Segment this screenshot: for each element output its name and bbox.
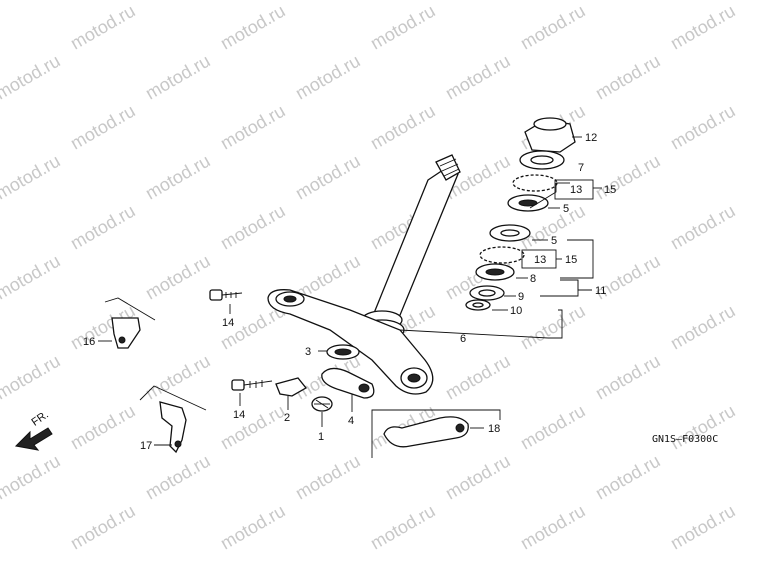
- callout-7: 7: [578, 162, 584, 174]
- watermark-text: motod.ru: [517, 1, 589, 54]
- watermark-text: motod.ru: [667, 1, 739, 54]
- part-8-bearing-race: [475, 263, 515, 281]
- watermark-text: motod.ru: [0, 451, 64, 504]
- callout-4: 4: [348, 415, 354, 427]
- part-10-washer: [465, 299, 491, 311]
- front-label: FR.: [29, 409, 50, 429]
- watermark-text: motod.ru: [217, 401, 289, 454]
- callout-13-bottom: 13: [534, 254, 546, 266]
- part-2-clip: [275, 377, 307, 410]
- watermark-text: motod.ru: [142, 451, 214, 504]
- watermark-text: motod.ru: [367, 1, 439, 54]
- watermark-text: motod.ru: [0, 51, 64, 104]
- watermark-text: motod.ru: [667, 201, 739, 254]
- watermark-text: motod.ru: [142, 151, 214, 204]
- part-6-steering-stem: [267, 154, 549, 395]
- callout-14-lower: 14: [233, 409, 245, 421]
- watermark-text: motod.ru: [367, 101, 439, 154]
- callout-5-bottom: 5: [551, 235, 557, 247]
- callout-1: 1: [318, 431, 324, 443]
- callout-18: 18: [488, 423, 500, 435]
- part-12-dust-seal: [524, 117, 582, 153]
- part-14-bolt-upper: [209, 289, 243, 314]
- watermark-text: motod.ru: [0, 251, 64, 304]
- callout-14-upper: 14: [222, 317, 234, 329]
- watermark-text: motod.ru: [592, 351, 664, 404]
- callout-10: 10: [510, 305, 522, 317]
- watermark-text: motod.ru: [292, 151, 364, 204]
- part-16-bracket: [98, 297, 156, 349]
- part-13-steel-balls-top: [512, 174, 558, 192]
- part-5-cone-race-top: [507, 194, 549, 212]
- watermark-text: motod.ru: [217, 201, 289, 254]
- callout-5-top: 5: [563, 203, 569, 215]
- part-17-bracket: [139, 385, 207, 454]
- watermark-text: motod.ru: [67, 401, 139, 454]
- callout-16: 16: [83, 336, 95, 348]
- part-18-lever: [371, 409, 501, 458]
- grouping-brackets: [492, 179, 602, 339]
- part-5-cone-race-bottom: [489, 224, 531, 242]
- diagram-code: GN1S–F0300C: [652, 434, 718, 445]
- watermark-text: motod.ru: [67, 501, 139, 554]
- watermark-text: motod.ru: [292, 451, 364, 504]
- watermark-text: motod.ru: [142, 351, 214, 404]
- callout-9: 9: [518, 291, 524, 303]
- watermark-text: motod.ru: [217, 101, 289, 154]
- watermark-text: motod.ru: [142, 251, 214, 304]
- watermark-text: motod.ru: [592, 451, 664, 504]
- watermark-text: motod.ru: [517, 401, 589, 454]
- watermark-text: motod.ru: [0, 151, 64, 204]
- part-13-steel-balls-bottom: [479, 246, 525, 264]
- watermark-text: motod.ru: [217, 1, 289, 54]
- part-14-bolt-lower: [231, 379, 273, 406]
- callout-3: 3: [305, 346, 311, 358]
- watermark-text: motod.ru: [67, 201, 139, 254]
- callout-15-top: 15: [604, 184, 616, 196]
- watermark-text: motod.ru: [667, 101, 739, 154]
- watermark-text: motod.ru: [67, 101, 139, 154]
- watermark-text: motod.ru: [67, 1, 139, 54]
- watermark-text: motod.ru: [292, 51, 364, 104]
- part-1-clamp: [311, 396, 333, 427]
- watermark-text: motod.ru: [442, 451, 514, 504]
- watermark-text: motod.ru: [517, 301, 589, 354]
- callout-15-bottom: 15: [565, 254, 577, 266]
- watermark-text: motod.ru: [667, 501, 739, 554]
- callout-12: 12: [585, 132, 597, 144]
- watermark-text: motod.ru: [667, 401, 739, 454]
- part-7-bearing-race: [519, 150, 565, 170]
- callout-17: 17: [140, 440, 152, 452]
- watermark-text: motod.ru: [217, 501, 289, 554]
- watermark-text: motod.ru: [592, 151, 664, 204]
- watermark-text: motod.ru: [0, 351, 64, 404]
- watermark-text: motod.ru: [367, 501, 439, 554]
- callout-6: 6: [460, 333, 466, 345]
- callout-labels: 12 7 13 15 5 5 13 15 8 9 11 10 6 3 14 16…: [83, 132, 616, 452]
- callout-13-top: 13: [570, 184, 582, 196]
- callout-2: 2: [284, 412, 290, 424]
- watermark-text: motod.ru: [142, 51, 214, 104]
- part-4-lock-plate: [321, 367, 375, 412]
- watermark-text: motod.ru: [592, 51, 664, 104]
- watermark-text: motod.ru: [667, 301, 739, 354]
- watermark-text: motod.ru: [442, 51, 514, 104]
- front-direction-arrow: FR.: [14, 409, 53, 451]
- callout-11: 11: [595, 285, 606, 297]
- watermark-text: motod.ru: [517, 501, 589, 554]
- part-9-dust-seal: [469, 285, 505, 301]
- callout-8: 8: [530, 273, 536, 285]
- watermark-text: motod.ru: [442, 351, 514, 404]
- part-3-bearing: [318, 344, 360, 360]
